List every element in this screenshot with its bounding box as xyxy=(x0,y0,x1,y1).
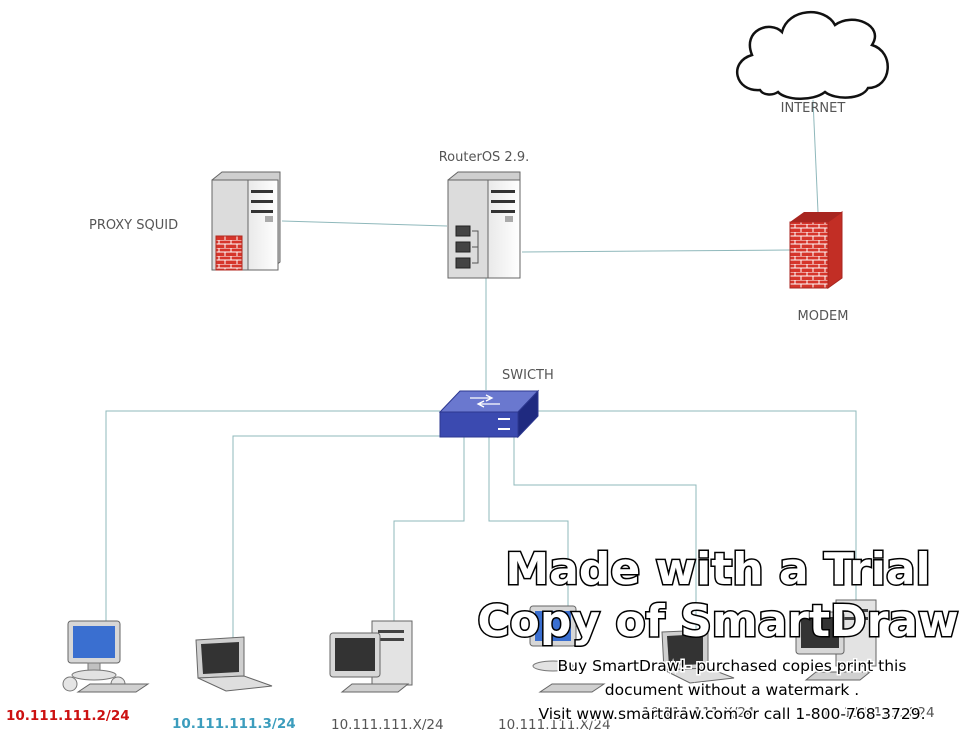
connection-lines xyxy=(105,99,857,640)
link-switch-host2 xyxy=(232,435,440,640)
watermark-line2: Copy of SmartDraw xyxy=(477,596,958,647)
ip-label-host4: 10.111.111.X/24 xyxy=(498,717,611,733)
trial-watermark: Made with a Trial Copy of SmartDraw Buy … xyxy=(476,543,960,725)
link-switch-host3 xyxy=(393,437,465,622)
watermark-line3: Buy SmartDraw!- purchased copies print t… xyxy=(558,657,907,675)
switch-label: SWICTH xyxy=(502,368,554,383)
internet-cloud-icon xyxy=(735,11,889,100)
desktop-computer-icon xyxy=(329,620,413,693)
link-router-modem xyxy=(521,249,791,253)
watermark-line4: document without a watermark . xyxy=(605,681,859,699)
watermark-line1: Made with a Trial xyxy=(505,544,930,595)
link-internet-modem xyxy=(812,99,819,213)
proxy-label: PROXY SQUID xyxy=(89,218,178,233)
switch-icon xyxy=(438,389,540,439)
link-proxy-router xyxy=(281,220,448,227)
laptop-icon-2 xyxy=(661,629,735,684)
desktop-computer-icon-2 xyxy=(795,599,877,681)
workstation-blue-icon xyxy=(62,620,150,693)
ip-label-host6: 10.111.111.X/24 xyxy=(822,705,935,721)
laptop-icon xyxy=(195,636,273,692)
proxy-server-icon xyxy=(211,171,281,271)
link-switch-host6 xyxy=(538,410,857,600)
internet-label: INTERNET xyxy=(781,101,846,116)
modem-firewall-icon xyxy=(789,211,843,289)
ip-label-host2: 10.111.111.3/24 xyxy=(172,716,296,732)
router-server-icon xyxy=(447,171,521,279)
watermark-line5: Visit www.smartdraw.com or call 1-800-76… xyxy=(538,705,925,723)
link-switch-host4 xyxy=(488,437,569,606)
ip-label-host3: 10.111.111.X/24 xyxy=(331,717,444,733)
link-switch-host1 xyxy=(105,410,440,622)
workstation-icon xyxy=(529,605,606,693)
firewall-badge-icon xyxy=(215,235,243,271)
ip-label-host1: 10.111.111.2/24 xyxy=(6,708,130,724)
ip-label-host5: 10.111.111.X/24 xyxy=(642,705,755,721)
router-label: RouterOS 2.9. xyxy=(439,150,530,165)
modem-label: MODEM xyxy=(798,309,849,324)
link-switch-host5 xyxy=(513,437,697,630)
